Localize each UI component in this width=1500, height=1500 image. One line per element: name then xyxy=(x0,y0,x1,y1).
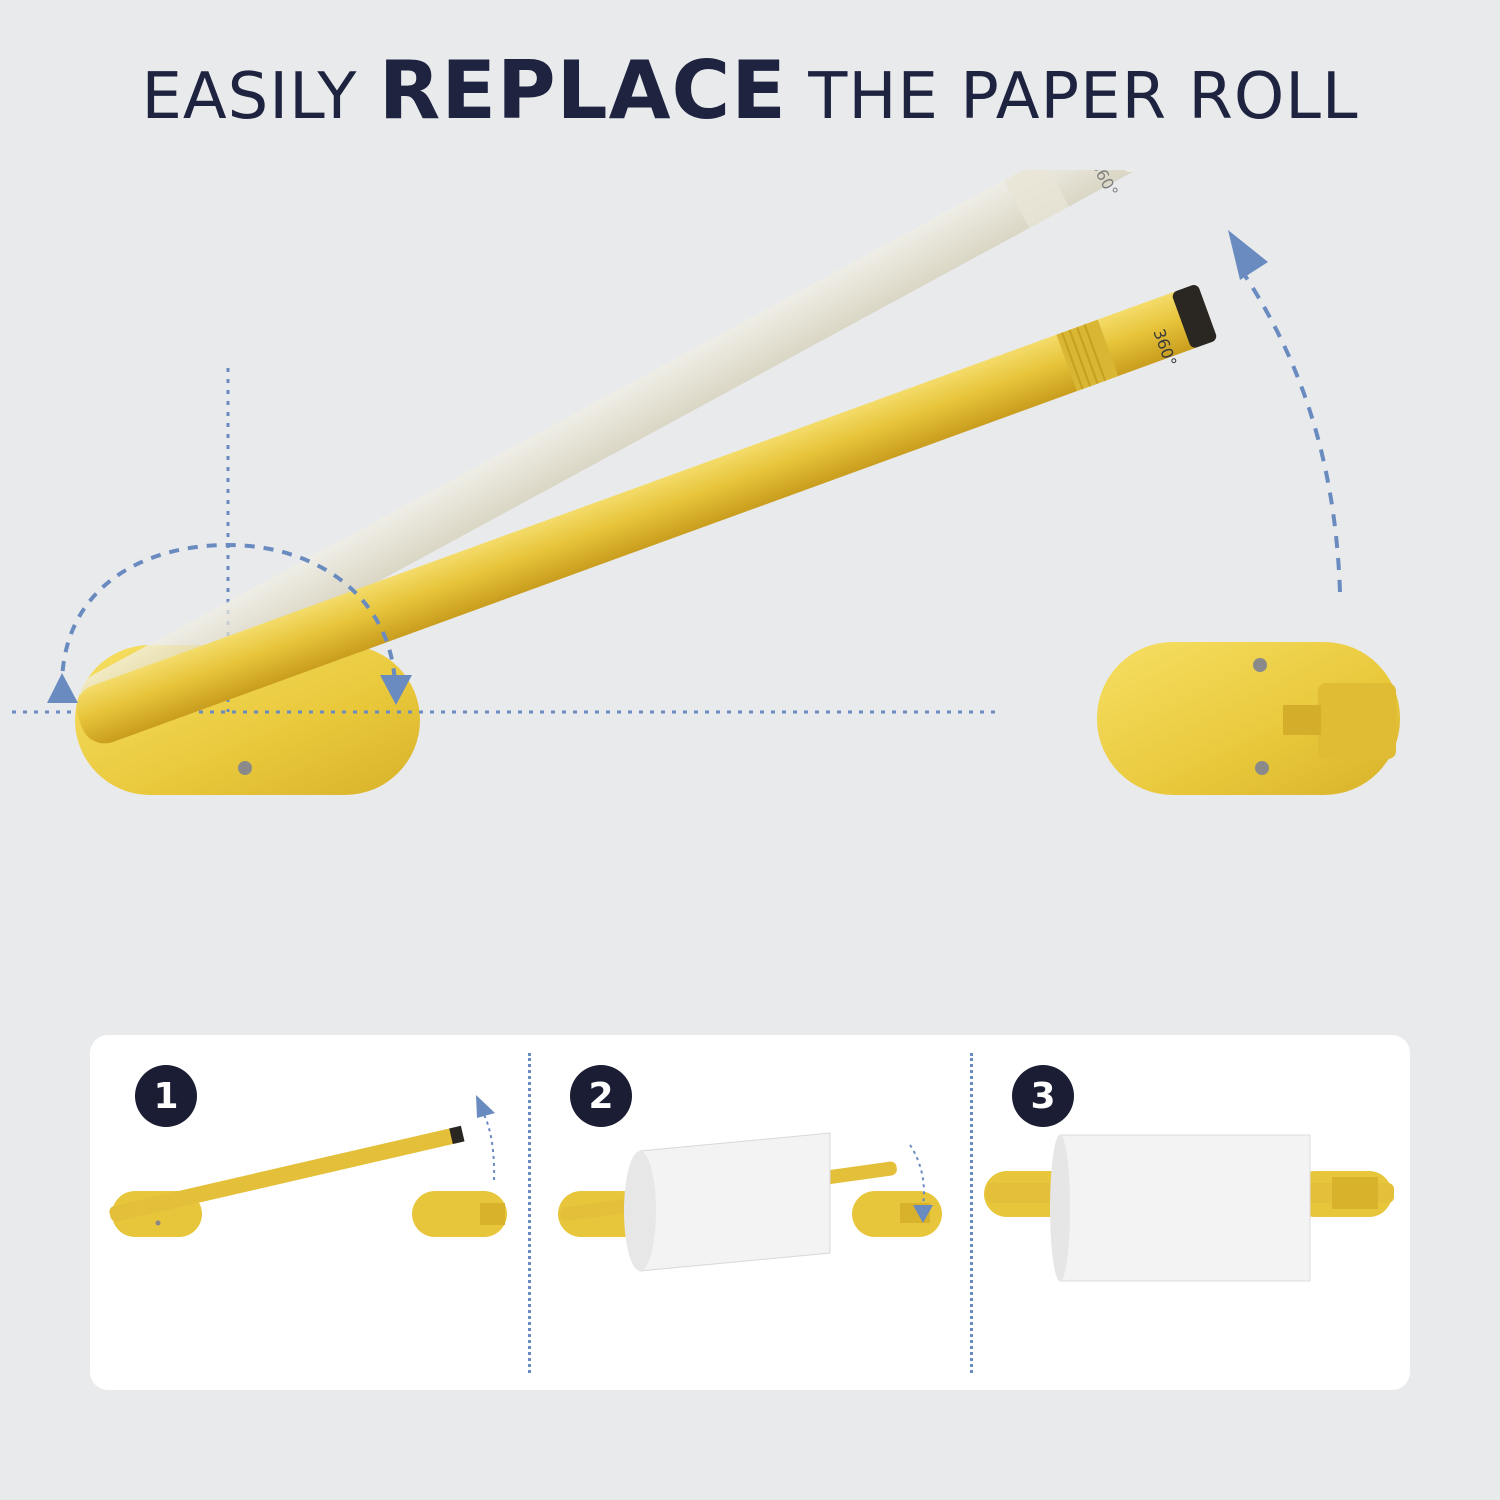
right-rotation-arc xyxy=(1238,266,1342,593)
headline-part-3: THE PAPER ROLL xyxy=(786,60,1359,134)
page-headline: EASILY REPLACE THE PAPER ROLL xyxy=(0,44,1500,137)
step-3-number-badge: 3 xyxy=(1012,1065,1074,1127)
step-1-number-badge: 1 xyxy=(135,1065,197,1127)
headline-part-1: EASILY xyxy=(141,60,379,134)
right-hinge-block xyxy=(1318,683,1396,759)
right-hinge-pin xyxy=(1283,705,1321,735)
gold-rod: 360° xyxy=(76,285,1217,744)
left-arrowhead-up xyxy=(47,673,78,703)
step-3-illustration xyxy=(984,1134,1394,1282)
right-mount-screw-bottom xyxy=(1255,761,1269,775)
step-2-number-badge: 2 xyxy=(570,1065,632,1127)
step-1-illustration xyxy=(109,1095,507,1237)
step-divider-1 xyxy=(528,1053,531,1373)
headline-part-2: REPLACE xyxy=(378,44,787,137)
step-1: 1 xyxy=(90,1035,528,1390)
right-arrowhead xyxy=(1228,230,1268,280)
step-divider-2 xyxy=(970,1053,973,1373)
step-3: 3 xyxy=(972,1035,1410,1390)
step-2: 2 xyxy=(530,1035,968,1390)
hero-illustration: 360° 360° xyxy=(12,170,1400,795)
step-2-illustration xyxy=(558,1132,942,1272)
left-arrowhead-down xyxy=(380,675,412,705)
steps-panel: 1 2 xyxy=(90,1035,1410,1390)
left-rotation-arc xyxy=(59,542,397,691)
right-mount-screw-top xyxy=(1253,658,1267,672)
left-mount-screw xyxy=(238,761,252,775)
